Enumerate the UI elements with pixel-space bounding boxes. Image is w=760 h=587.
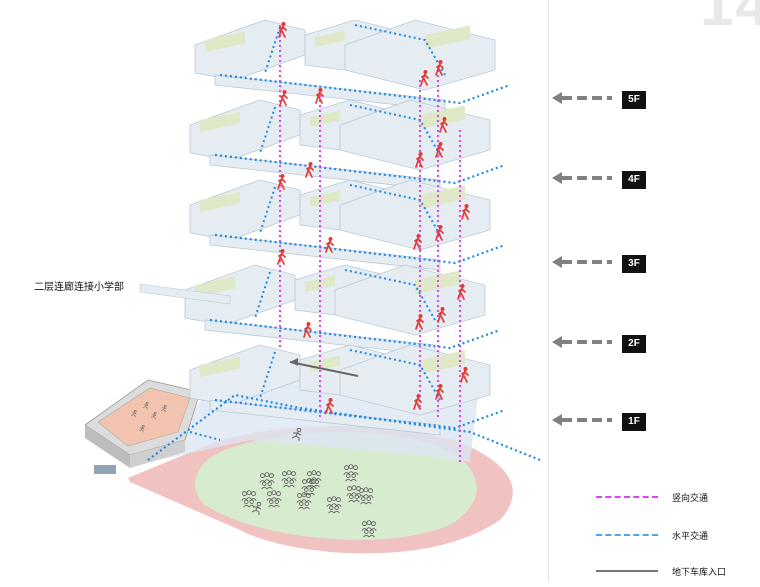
horizontal-circulation-path bbox=[214, 153, 506, 185]
classroom-block bbox=[420, 105, 465, 129]
legend-garage-swatch bbox=[596, 570, 658, 572]
floor-tag-2f: 2F bbox=[622, 335, 646, 353]
arrow-left-icon bbox=[552, 256, 562, 268]
floor-tag-1f: 1F bbox=[622, 413, 646, 431]
classroom-block bbox=[200, 191, 240, 212]
legend-vertical-swatch bbox=[596, 496, 658, 498]
classroom-block bbox=[305, 275, 335, 292]
horizontal-circulation-branch bbox=[259, 351, 276, 399]
classroom-block bbox=[420, 185, 465, 209]
horizontal-circulation-loop bbox=[354, 24, 446, 76]
classroom-block bbox=[195, 276, 235, 297]
corridor-link bbox=[209, 234, 441, 271]
gym-access-path bbox=[189, 431, 221, 441]
horizontal-circulation-branch bbox=[259, 186, 276, 234]
sports-field bbox=[195, 432, 477, 540]
corridor-callout-label: 二层连廊连接小学部 bbox=[34, 282, 124, 293]
horizontal-circulation-path bbox=[214, 398, 506, 430]
classroom-block bbox=[200, 356, 240, 377]
arrow-left-icon bbox=[552, 172, 562, 184]
horizontal-circulation-path bbox=[209, 318, 501, 350]
classroom-block bbox=[415, 270, 460, 294]
legend-horizontal-swatch bbox=[596, 534, 658, 536]
panel-divider bbox=[548, 0, 549, 582]
ground-circulation-path bbox=[147, 393, 541, 462]
floor-tag-3f: 3F bbox=[622, 255, 646, 273]
floor-tag-5f: 5F bbox=[622, 91, 646, 109]
legend-horizontal: 水平交通 bbox=[596, 528, 708, 542]
legend-horizontal-label: 水平交通 bbox=[672, 531, 709, 542]
small-structure bbox=[94, 465, 116, 474]
legend-vertical: 竖向交通 bbox=[596, 490, 708, 504]
gym-court bbox=[97, 387, 191, 447]
classroom-block bbox=[425, 25, 470, 49]
legend-garage: 地下车库入口 bbox=[596, 564, 726, 578]
legend-vertical-label: 竖向交通 bbox=[672, 493, 709, 504]
classroom-block bbox=[310, 110, 340, 127]
floor-tag-4f: 4F bbox=[622, 171, 646, 189]
link-corridor-slab bbox=[139, 283, 231, 305]
classroom-block bbox=[310, 190, 340, 207]
classroom-block bbox=[205, 31, 245, 52]
classroom-block bbox=[200, 111, 240, 132]
classroom-block bbox=[315, 30, 345, 48]
floor-plate-2f bbox=[184, 264, 612, 356]
horizontal-circulation-branch bbox=[259, 106, 276, 154]
horizontal-circulation-path bbox=[219, 73, 511, 105]
garage-entrance-ramp bbox=[289, 361, 359, 377]
horizontal-circulation-path bbox=[214, 233, 506, 265]
arrow-left-icon bbox=[552, 336, 562, 348]
horizontal-circulation-branch bbox=[264, 26, 281, 74]
horizontal-circulation-loop bbox=[344, 269, 436, 321]
arrow-left-icon bbox=[290, 358, 298, 366]
floor-plate-1f bbox=[189, 344, 612, 436]
arrow-left-icon bbox=[552, 92, 562, 104]
horizontal-circulation-branch bbox=[254, 271, 271, 319]
gym-wall bbox=[85, 425, 130, 468]
page-number: 14 bbox=[700, 0, 760, 38]
classroom-block bbox=[420, 350, 465, 374]
legend-garage-label: 地下车库入口 bbox=[672, 567, 727, 578]
corridor-link bbox=[209, 399, 441, 436]
floor-plate-5f bbox=[194, 19, 612, 111]
arrow-left-icon bbox=[552, 414, 562, 426]
